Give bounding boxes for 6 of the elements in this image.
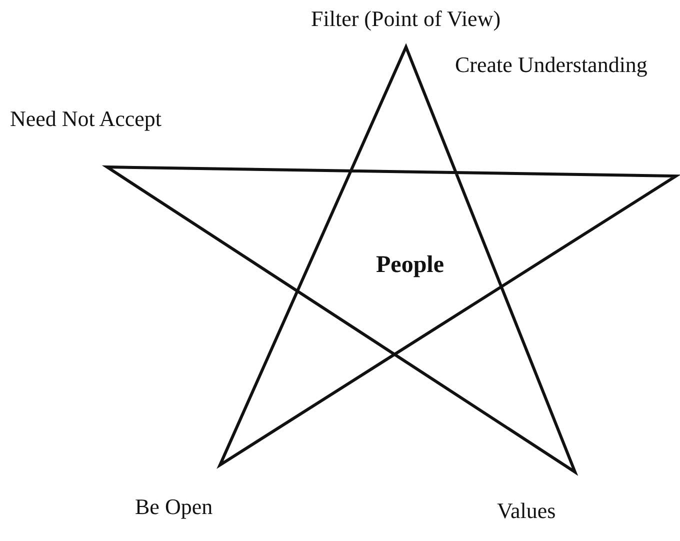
vertex-label: Create Understanding [455,52,648,78]
vertex-label: Values [497,498,556,524]
vertex-label: Filter (Point of View) [311,6,501,32]
vertex-label: Be Open [135,494,213,520]
center-label: People [376,252,444,278]
vertex-label: Need Not Accept [10,106,162,132]
